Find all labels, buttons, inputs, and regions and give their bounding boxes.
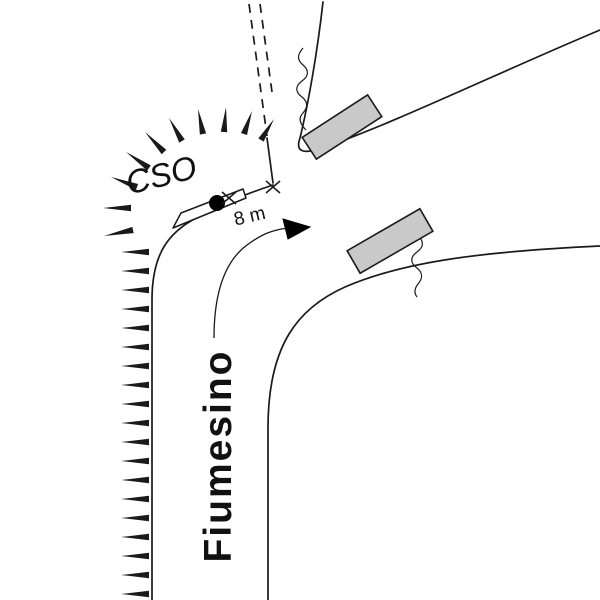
dimension-tick-left — [221, 191, 237, 205]
bridge-deck-upper — [301, 93, 383, 161]
tributary-left-bank-dashed-1 — [248, 3, 268, 137]
flow-direction-arrow — [282, 218, 312, 240]
tributary-mouth-connector — [266, 137, 274, 184]
main-channel-right-bank — [267, 245, 600, 600]
sketch-bank-line-upper — [296, 47, 308, 131]
embankment-hatching-left — [121, 248, 149, 598]
dimension-label: 8 m — [232, 203, 268, 231]
river-name-label: Fiumesino — [197, 349, 240, 562]
tributary-left-bank-dashed-2 — [259, 3, 273, 93]
flow-centerline — [213, 227, 289, 339]
dimension-tick-right — [265, 180, 281, 194]
cso-outfall-marker — [209, 195, 225, 211]
bridge-deck-lower — [346, 207, 434, 275]
embankment-hatching-bend — [103, 107, 274, 236]
